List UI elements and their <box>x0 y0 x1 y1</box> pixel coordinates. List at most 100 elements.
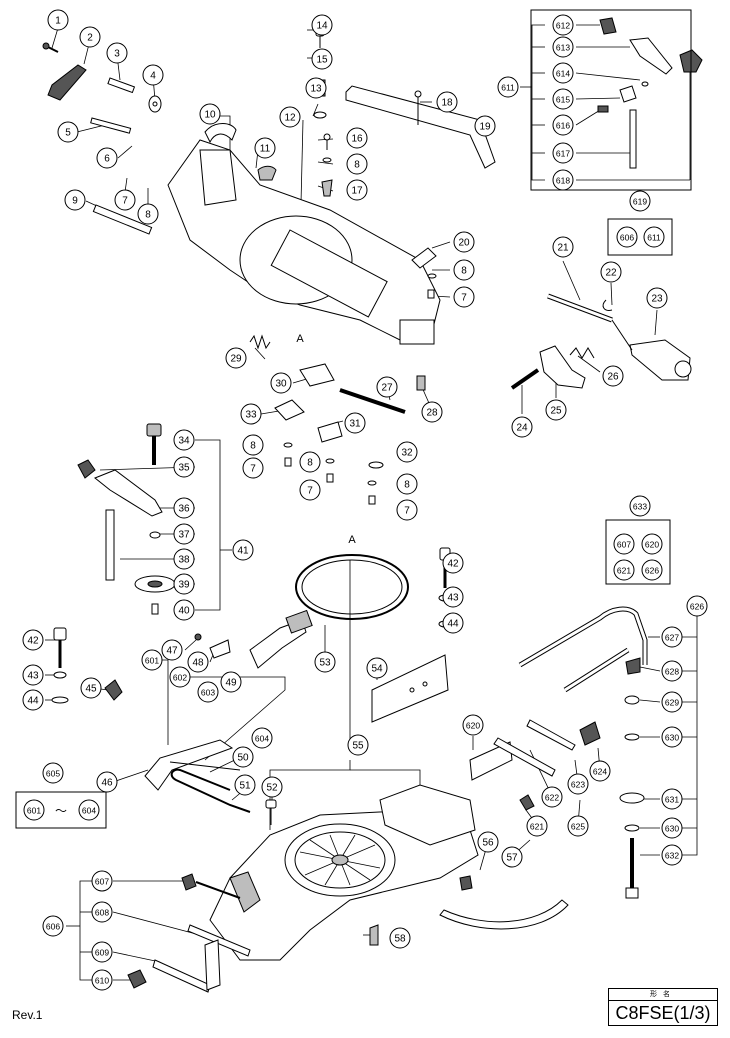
callout-circle <box>161 639 183 661</box>
callout-number: 608 <box>95 908 109 918</box>
callout-612: 612 <box>552 14 574 36</box>
callout-circle <box>396 499 418 521</box>
callout-circle <box>64 189 86 211</box>
callout-number: 7 <box>122 196 128 207</box>
callout-number: 13 <box>310 84 322 95</box>
ref-letter-a-lower: A <box>348 534 356 546</box>
callout-3: 3 <box>106 42 128 64</box>
callout-number: 54 <box>371 664 383 675</box>
callout-43: 43 <box>442 586 464 608</box>
callout-32: 32 <box>396 441 418 463</box>
callout-617: 617 <box>552 142 574 164</box>
callout-circle <box>453 259 475 281</box>
callout-circle <box>96 771 118 793</box>
callout-19: 19 <box>474 115 496 137</box>
group-605-from: 601 <box>23 799 45 821</box>
callout-number: 40 <box>178 606 190 617</box>
group-633-item-626: 626 <box>641 559 663 581</box>
callout-number: 632 <box>665 851 679 861</box>
callout-605: 605 <box>42 762 64 784</box>
callout-44: 44 <box>22 689 44 711</box>
callout-number: 617 <box>556 149 570 159</box>
callout-15: 15 <box>311 48 333 70</box>
callout-33: 33 <box>240 403 262 425</box>
callout-31: 31 <box>344 412 366 434</box>
callout-circle <box>96 147 118 169</box>
callout-number: 36 <box>178 504 190 515</box>
callout-circle <box>173 523 195 545</box>
callout-47: 47 <box>161 639 183 661</box>
svg-text:620: 620 <box>645 540 659 550</box>
svg-text:604: 604 <box>82 806 96 816</box>
callout-number: 47 <box>166 646 178 657</box>
callout-41: 41 <box>232 539 254 561</box>
callout-632: 632 <box>661 844 683 866</box>
callout-circle <box>661 788 683 810</box>
callout-circle <box>552 142 574 164</box>
range-tilde: 〜 <box>55 804 67 818</box>
callout-number: 11 <box>260 144 271 155</box>
group-619-item-611: 611 <box>643 226 665 248</box>
callout-number: 619 <box>633 197 647 207</box>
callout-circle <box>497 76 519 98</box>
callout-number: 5 <box>65 128 71 139</box>
callout-circle <box>646 287 668 309</box>
callout-circle <box>299 479 321 501</box>
callout-circle <box>254 137 276 159</box>
callout-48: 48 <box>187 651 209 673</box>
callout-number: 7 <box>250 464 256 475</box>
callout-16: 16 <box>346 127 368 149</box>
callout-number: 8 <box>461 266 467 277</box>
callout-circle <box>232 746 254 768</box>
callout-number: 611 <box>501 83 515 93</box>
callout-22: 22 <box>600 261 622 283</box>
callout-circle <box>346 127 368 149</box>
callout-number: 10 <box>204 110 216 121</box>
callout-number: 7 <box>461 293 467 304</box>
callout-7: 7 <box>396 499 418 521</box>
callout-number: 44 <box>27 696 39 707</box>
model-number: C8FSE(1/3) <box>615 1003 711 1023</box>
callout-number: 16 <box>351 134 363 145</box>
callout-619: 619 <box>629 190 651 212</box>
svg-text:601: 601 <box>27 806 41 816</box>
callout-number: 620 <box>466 721 480 731</box>
callout-circle <box>234 774 256 796</box>
callout-23: 23 <box>646 287 668 309</box>
callout-number: 24 <box>516 423 528 434</box>
callout-circle <box>442 586 464 608</box>
callout-circle <box>232 539 254 561</box>
callout-36: 36 <box>173 497 195 519</box>
model-title-block: 形名 C8FSE(1/3) <box>608 988 718 1026</box>
callout-45: 45 <box>80 677 102 699</box>
callout-633: 633 <box>629 495 651 517</box>
bracket-46 <box>144 739 234 791</box>
callout-number: 613 <box>556 43 570 53</box>
callout-circle <box>240 403 262 425</box>
lever-handle <box>47 64 87 101</box>
callout-number: 50 <box>237 753 249 764</box>
callout-circle <box>453 286 475 308</box>
model-label: 形名 <box>609 990 717 1001</box>
callout-number: 44 <box>447 619 459 630</box>
callout-circle <box>462 714 484 736</box>
callout-631: 631 <box>661 788 683 810</box>
callout-number: 6 <box>104 154 110 165</box>
callout-622: 622 <box>541 786 563 808</box>
callout-circle <box>629 495 651 517</box>
frame-611 <box>530 9 692 191</box>
callout-2: 2 <box>79 26 101 48</box>
callout-number: 26 <box>607 372 619 383</box>
frame-633 <box>605 519 671 585</box>
group-605-to: 604 <box>78 799 100 821</box>
callout-607: 607 <box>91 870 113 892</box>
callout-circle <box>270 372 292 394</box>
callout-58: 58 <box>389 927 411 949</box>
callout-number: 8 <box>354 160 360 171</box>
group-633-item-607: 607 <box>613 533 635 555</box>
callout-number: 38 <box>178 555 190 566</box>
callout-circle <box>346 179 368 201</box>
callout-52: 52 <box>261 776 283 798</box>
callout-number: 614 <box>556 69 570 79</box>
callout-circle <box>436 91 458 113</box>
